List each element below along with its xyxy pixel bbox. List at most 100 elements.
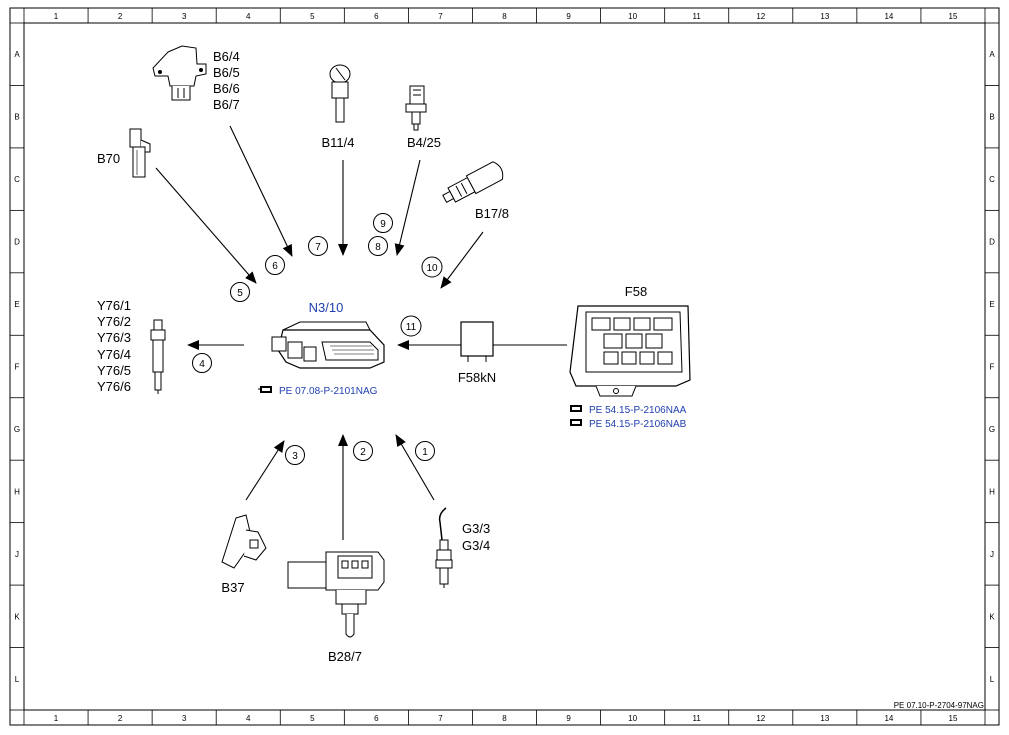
grid-row-label-left: J (15, 550, 19, 559)
grid-column-label-top: 10 (628, 12, 637, 21)
b70-label: B70 (97, 151, 120, 166)
b37-accelerator-pedal-sensor-icon (221, 514, 267, 569)
callout-5-number: 5 (237, 288, 243, 299)
grid-row-label-right: H (989, 487, 995, 496)
callout-10: 10 (421, 256, 443, 278)
callout-3-number: 3 (292, 451, 298, 462)
grid-column-label-top: 1 (54, 12, 59, 21)
pointing-hand-icon (570, 419, 582, 426)
grid-column-label-top: 8 (502, 12, 507, 21)
grid-column-label-top: 7 (438, 12, 443, 21)
y76-label-5: Y76/5 (97, 363, 131, 378)
grid-row-label-right: J (990, 550, 994, 559)
b11-temperature-sensor-icon (329, 64, 351, 123)
grid-row-label-right: E (989, 300, 994, 309)
y76-label-3: Y76/3 (97, 330, 131, 345)
grid-row-label-left: B (14, 113, 19, 122)
callout-9: 9 (373, 213, 393, 233)
callout-8-number: 8 (375, 242, 381, 253)
y76-label-4: Y76/4 (97, 347, 131, 362)
callout-6: 6 (265, 255, 285, 275)
callout-1: 1 (415, 441, 435, 461)
grid-column-label-bottom: 13 (820, 714, 829, 723)
signal-arrows (155, 125, 567, 540)
y76-label-6: Y76/6 (97, 379, 131, 394)
grid-column-label-bottom: 8 (502, 714, 507, 723)
grid-row-label-left: C (14, 175, 20, 184)
b6-label-2: B6/5 (213, 65, 240, 80)
grid-row-label-left: H (14, 487, 20, 496)
grid-column-label-bottom: 12 (756, 714, 765, 723)
y76-label-1: Y76/1 (97, 298, 131, 313)
callout-6-number: 6 (272, 261, 278, 272)
grid-row-label-right: A (989, 50, 995, 59)
grid-row-label-left: E (14, 300, 19, 309)
grid-column-label-bottom: 7 (438, 714, 443, 723)
b11-label: B11/4 (321, 135, 354, 150)
grid-column-label-bottom: 11 (693, 714, 702, 723)
b28-label: B28/7 (328, 649, 362, 664)
grid-column-label-top: 2 (118, 12, 123, 21)
grid-column-label-bottom: 6 (374, 714, 379, 723)
grid-column-label-top: 6 (374, 12, 379, 21)
g3-label-2: G3/4 (462, 538, 490, 553)
callout-10-number: 10 (426, 263, 438, 274)
grid-row-label-right: D (989, 238, 995, 247)
grid-row-label-left: G (14, 425, 20, 434)
grid-row-label-left: F (15, 363, 20, 372)
grid-column-label-bottom: 2 (118, 714, 123, 723)
grid-column-label-top: 4 (246, 12, 251, 21)
grid-column-label-top: 9 (566, 12, 571, 21)
grid-row-label-left: A (14, 50, 20, 59)
b37-label: B37 (221, 580, 244, 595)
callout-3: 3 (285, 445, 305, 465)
grid-column-label-top: 5 (310, 12, 315, 21)
grid-column-label-bottom: 9 (566, 714, 571, 723)
b6-label-1: B6/4 (213, 49, 240, 64)
callout-11: 11 (400, 315, 422, 337)
grid-row-label-right: B (989, 113, 994, 122)
callout-7: 7 (308, 236, 328, 256)
f58-ref-link-1[interactable]: PE 54.15-P-2106NAA (570, 405, 687, 416)
callout-2: 2 (353, 441, 373, 461)
grid-row-label-left: L (15, 675, 20, 684)
grid-row-label-right: C (989, 175, 995, 184)
arrow-10 (440, 231, 484, 289)
callout-1-number: 1 (422, 447, 428, 458)
ecu-label: N3/10 (309, 300, 344, 315)
callout-4: 4 (192, 353, 212, 373)
arrow-6 (229, 125, 293, 257)
grid-row-label-left: D (14, 238, 20, 247)
grid-column-label-bottom: 14 (884, 714, 893, 723)
f58-label: F58 (625, 284, 647, 299)
callout-7-number: 7 (315, 242, 321, 253)
grid-row-label-right: L (990, 675, 995, 684)
b6-label-3: B6/6 (213, 81, 240, 96)
y76-injector-icon (150, 319, 166, 394)
g3-label-1: G3/3 (462, 521, 490, 536)
grid-row-label-right: F (990, 363, 995, 372)
grid-column-label-top: 12 (756, 12, 765, 21)
arrow-1 (395, 434, 435, 501)
grid-column-label-bottom: 4 (246, 714, 251, 723)
b28-pressure-sensor-icon (287, 551, 385, 638)
grid-column-label-top: 3 (182, 12, 187, 21)
f58-ref-link-2[interactable]: PE 54.15-P-2106NAB (570, 419, 687, 430)
grid-column-label-top: 13 (820, 12, 829, 21)
callout-4-number: 4 (199, 359, 205, 370)
grid-row-label-right: K (989, 612, 995, 621)
b17-temperature-sensor-icon (442, 161, 504, 203)
grid-column-label-bottom: 15 (949, 714, 958, 723)
grid-column-label-bottom: 5 (310, 714, 315, 723)
f58-fuse-box-icon (569, 305, 691, 397)
grid-row-label-left: K (14, 612, 20, 621)
f58kn-relay-icon (460, 321, 494, 362)
g3-oxygen-sensor-icon (435, 507, 453, 588)
arrow-8 (394, 159, 421, 256)
ecu-ref-link[interactable]: PE 07.08-P-2101NAG (258, 386, 378, 397)
arrow-3 (245, 440, 285, 501)
callout-8: 8 (368, 236, 388, 256)
ecu-n3-10-icon (271, 321, 385, 369)
f58kn-label: F58kN (458, 370, 496, 385)
